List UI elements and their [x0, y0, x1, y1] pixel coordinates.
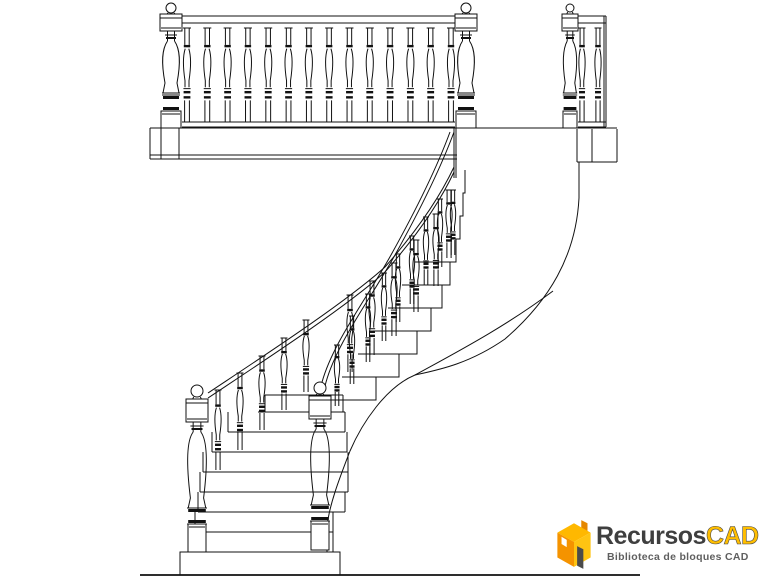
- landing-floor: [149, 127, 618, 178]
- brand-wordmark: RecursosCAD: [596, 521, 760, 550]
- brand-tagline: Biblioteca de bloques CAD: [607, 550, 749, 563]
- brand-recursos: Recursos: [596, 521, 706, 550]
- logo-text-block: RecursosCAD Biblioteca de bloques CAD: [596, 521, 760, 563]
- right-return-balustrade: [561, 3, 607, 129]
- spiral-flight: [207, 131, 580, 528]
- spiral-balusters: [214, 189, 457, 470]
- recursoscad-logo[interactable]: RecursosCAD Biblioteca de bloques CAD: [553, 512, 768, 574]
- brand-cad: CAD: [705, 521, 760, 550]
- landing-balustrade: [159, 2, 478, 129]
- recursoscad-cube-icon: [557, 520, 591, 569]
- stair-base: [140, 381, 640, 576]
